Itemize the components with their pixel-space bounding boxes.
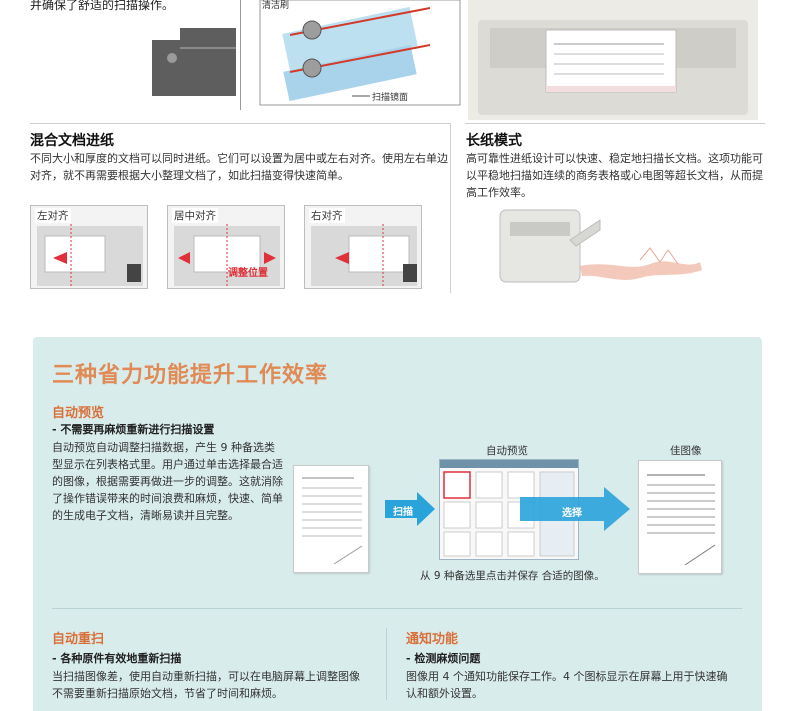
auto-rescan-desc: 当扫描图像差，使用自动重新扫描，可以在电脑屏幕上调整图像不需要重新扫描原始文档，… [52,670,360,700]
thumb-right-align: 右对齐 [304,205,422,289]
vertical-divider [450,123,451,293]
mixed-feed-desc: 不同大小和厚度的文档可以同时进纸。它们可以设置为居中或左右对齐。使用左右单边对齐… [30,152,448,182]
select-arrow-label: 选择 [562,508,582,519]
efficiency-title: 三种省力功能提升工作效率 [52,363,329,388]
auto-preview-desc: 自动预览自动调整扫描数据，产生 9 种备选类型显示在列表格式里。用户通过单击选择… [52,441,283,522]
mirror-label: 扫描镜面 [372,93,409,103]
long-paper-title: 长纸模式 [466,133,522,149]
best-image-label: 佳图像 [670,445,702,457]
panel-divider [52,608,742,609]
auto-preview-title: 自动预览 [52,406,105,421]
left-align-scanner-icon [37,224,143,286]
intro-text-tail: 并确保了舒适的扫描操作。 [30,0,175,12]
thumb-center-align-label: 居中对齐 [172,208,218,223]
long-paper-scanner-illustration [499,209,702,283]
preview-caption: 从 9 种备选里点击并保存 合适的图像。 [420,570,605,582]
thumb-left-align: 左对齐 [30,205,148,289]
notify-desc: 图像用 4 个通知功能保存工作。4 个图标显示在屏幕上用于快速确认和额外设置。 [406,670,728,700]
notify-subtitle: - 检测麻烦问题 [406,652,481,665]
scanned-document-original [293,465,369,573]
scan-arrow-icon [385,492,435,526]
thumb-right-align-label: 右对齐 [309,208,345,223]
auto-preview-subtitle: - 不需要再麻烦重新进行扫描设置 [52,423,215,436]
preview-window-titlebar [440,460,578,468]
long-paper-desc: 高可靠性进纸设计可以快速、稳定地扫描长文档。这项功能可以平稳地扫描如连续的商务表… [466,152,763,199]
thumb-left-align-label: 左对齐 [35,208,71,223]
best-image-document [638,460,722,574]
right-align-scanner-icon [311,224,417,286]
notify-title: 通知功能 [406,632,459,647]
mixed-feed-title: 混合文档进纸 [30,133,114,149]
auto-rescan-title: 自动重扫 [52,632,105,647]
document-lines-icon [302,477,363,565]
center-align-scanner-icon [174,224,280,286]
brush-label: 清洁刷 [262,1,290,11]
select-arrow-icon [520,487,630,531]
document-lines-icon [647,474,716,566]
cleaning-brush-illustration [152,0,461,110]
preview-window-label: 自动预览 [486,445,528,457]
thumb-center-align: 居中对齐 调整位置 [167,205,285,289]
scanner-paper-stack-illustration [468,0,758,120]
panel-vertical-divider [386,628,387,700]
scan-arrow-label: 扫描 [393,507,413,518]
divider-right [465,123,765,124]
adjust-position-label: 调整位置 [228,268,268,279]
auto-rescan-subtitle: - 各种原件有效地重新扫描 [52,652,182,665]
divider-left [30,123,450,124]
